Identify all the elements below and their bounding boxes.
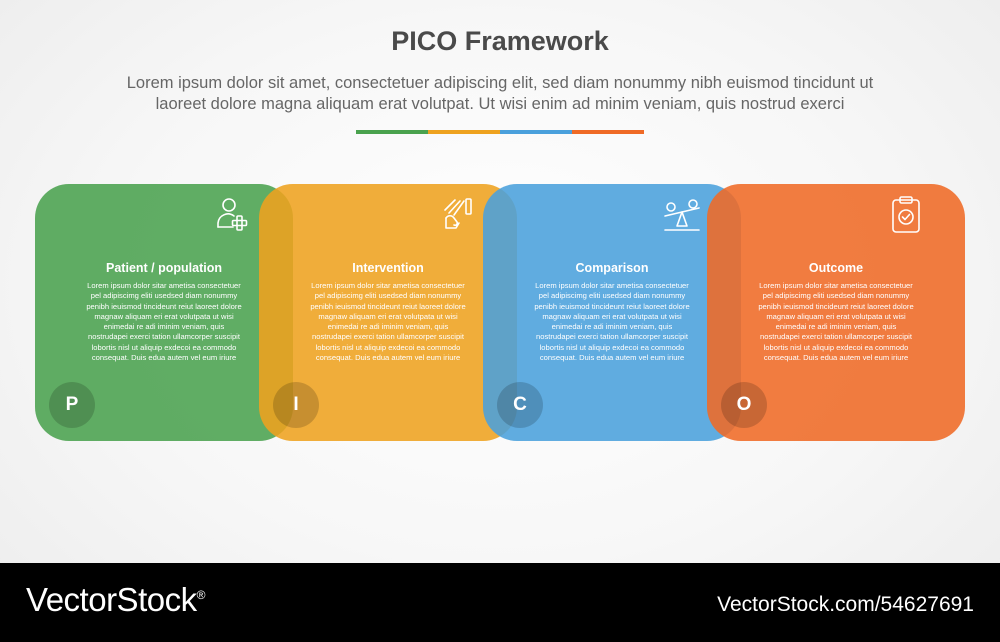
- page-title: PICO Framework: [391, 26, 609, 56]
- vectorstock-logo: VectorStock®: [26, 581, 205, 619]
- color-divider: [356, 130, 644, 134]
- clipboard-check-icon: [885, 194, 927, 236]
- subtitle-line-2: laoreet dolore magna aliquam erat volutp…: [155, 95, 845, 113]
- page-subtitle: Lorem ipsum dolor sit amet, consectetuer…: [70, 73, 930, 115]
- image-id: VectorStock.com/54627691: [717, 593, 974, 616]
- divider-segment-orange: [428, 130, 500, 134]
- watermark-footer: VectorStock® VectorStock.com/54627691: [0, 563, 1000, 642]
- card-heading: Outcome: [808, 261, 864, 275]
- card-heading: Intervention: [352, 261, 424, 275]
- card-body-text: Lorem ipsum dolor sitar ametisa consecte…: [86, 281, 242, 363]
- hand-tools-icon: [437, 194, 479, 236]
- divider-segment-red: [572, 130, 644, 134]
- card-patient: Patient / population Lorem ipsum dolor s…: [35, 184, 293, 441]
- balance-scale-icon: [661, 194, 703, 236]
- card-outcome: Outcome Lorem ipsum dolor sitar ametisa …: [707, 184, 965, 441]
- letter-badge: O: [721, 382, 767, 428]
- card-body-text: Lorem ipsum dolor sitar ametisa consecte…: [310, 281, 466, 363]
- card-heading: Comparison: [575, 261, 649, 275]
- letter-badge: I: [273, 382, 319, 428]
- letter-badge: P: [49, 382, 95, 428]
- card-intervention: Intervention Lorem ipsum dolor sitar ame…: [259, 184, 517, 441]
- subtitle-line-1: Lorem ipsum dolor sit amet, consectetuer…: [126, 74, 874, 92]
- letter-badge: C: [497, 382, 543, 428]
- card-heading: Patient / population: [106, 261, 222, 275]
- card-comparison: Comparison Lorem ipsum dolor sitar ameti…: [483, 184, 741, 441]
- divider-segment-green: [356, 130, 428, 134]
- divider-segment-blue: [500, 130, 572, 134]
- patient-add-icon: [213, 194, 255, 236]
- card-body-text: Lorem ipsum dolor sitar ametisa consecte…: [758, 281, 914, 363]
- logo-text: VectorStock: [26, 581, 197, 618]
- registered-mark: ®: [196, 588, 206, 602]
- card-body-text: Lorem ipsum dolor sitar ametisa consecte…: [534, 281, 690, 363]
